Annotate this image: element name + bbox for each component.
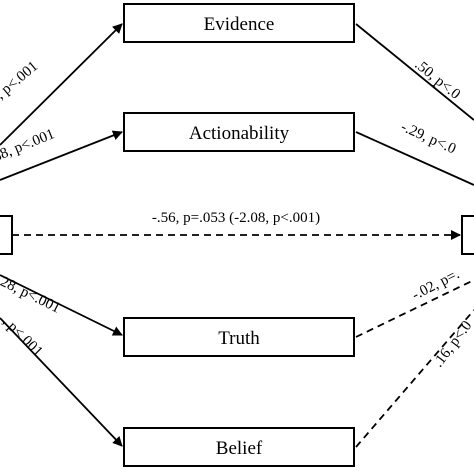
- actionability-node: [123, 112, 355, 152]
- coef-left-truth: .28, p<.001: [0, 272, 63, 316]
- coef-left-belief: , p<.001: [0, 314, 46, 360]
- coef-direct: -.56, p=.053 (-2.08, p<.001): [152, 210, 320, 226]
- coef-left-evidence: −, p<.001: [0, 58, 41, 108]
- outcome-node: [461, 215, 474, 255]
- evidence-node: [123, 3, 355, 43]
- path-to-actionability: [0, 130, 123, 181]
- path-truth-to-outcome: [355, 279, 474, 338]
- belief-label: Belief: [216, 438, 263, 459]
- belief-node: [123, 427, 355, 467]
- evidence-label: Evidence: [204, 14, 275, 35]
- coef-right-actionability: -.29, p<.0: [398, 119, 458, 157]
- coef-right-belief: .16, p<.0: [430, 318, 474, 370]
- path-belief-to-outcome: [355, 309, 474, 448]
- path-to-belief: [0, 317, 123, 447]
- path-to-truth: [0, 274, 123, 336]
- path-actionability-to-outcome: [355, 131, 474, 186]
- actionability-label: Actionability: [189, 123, 290, 144]
- truth-label: Truth: [218, 328, 260, 349]
- predictor-node: [0, 215, 13, 255]
- coef-right-evidence: .50, p<.0: [411, 57, 463, 103]
- truth-node: [123, 317, 355, 357]
- path-to-evidence: [0, 23, 123, 146]
- path-evidence-to-outcome: [355, 23, 474, 121]
